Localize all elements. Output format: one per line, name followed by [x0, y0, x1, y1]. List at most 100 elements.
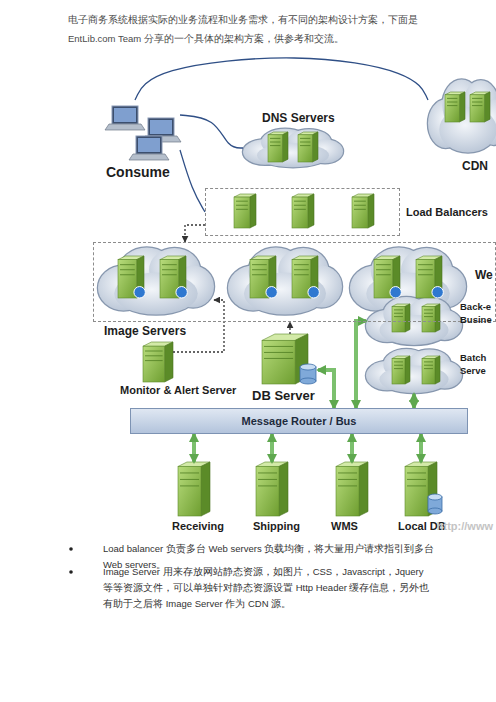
server-front	[392, 307, 405, 332]
server-front	[292, 197, 308, 228]
cloud-shape	[366, 349, 462, 393]
server-icon	[392, 356, 410, 384]
node-label: Consume	[106, 164, 170, 180]
laptop-display	[114, 108, 136, 122]
server-icon	[143, 342, 173, 382]
server-slot	[424, 309, 433, 310]
server-side	[165, 342, 173, 382]
server-icon	[422, 356, 440, 384]
connector	[185, 225, 205, 242]
server-slot	[252, 269, 267, 270]
cloud-shape	[243, 129, 343, 167]
server-side	[279, 462, 288, 516]
server-slot	[180, 479, 199, 480]
laptop-icon	[105, 106, 145, 130]
client-group: Consume	[105, 100, 180, 162]
server-slot	[294, 274, 309, 275]
server-slot	[418, 269, 433, 270]
server-slot	[407, 472, 426, 473]
database-icon	[428, 494, 442, 514]
server-slot	[354, 209, 366, 210]
server-box: Shipping	[256, 462, 288, 516]
server-slot	[162, 274, 177, 275]
server-slot	[270, 142, 280, 143]
server-front	[422, 307, 435, 332]
server-slot	[294, 205, 306, 206]
connector	[180, 115, 243, 148]
server-slot	[354, 201, 366, 202]
node-label: DB Server	[252, 389, 315, 404]
server-box: Receiving	[178, 462, 210, 516]
server-icon	[268, 132, 288, 162]
server-front	[268, 135, 282, 162]
server-slot	[376, 269, 391, 270]
server-cloud: Batch Serve	[366, 348, 462, 394]
server-slot	[424, 316, 433, 317]
bus-arrow	[270, 434, 274, 462]
server-icon	[374, 256, 401, 298]
server-slot	[300, 142, 310, 143]
server-slot	[394, 313, 403, 314]
server-icon	[256, 462, 288, 516]
server-side	[405, 304, 410, 332]
server-box: Local DB	[405, 462, 437, 516]
server-front	[234, 197, 250, 228]
server-front	[298, 135, 312, 162]
server-slot	[180, 472, 199, 473]
laptop-screen	[136, 136, 162, 154]
laptop-screen	[148, 118, 174, 136]
laptop-icon	[129, 136, 169, 160]
server-slot	[162, 269, 177, 270]
server-box: Monitor & Alert Server	[143, 342, 173, 382]
server-slot	[376, 274, 391, 275]
server-slot	[338, 485, 357, 486]
server-cloud: DNS Servers	[243, 128, 343, 168]
laptop-base	[129, 154, 169, 160]
server-slot	[120, 274, 135, 275]
server-icon	[250, 256, 277, 298]
server-side	[459, 92, 465, 122]
server-front	[143, 346, 165, 382]
server-front	[178, 466, 201, 516]
server-slot	[472, 105, 482, 106]
server-slot	[424, 313, 433, 314]
server-slot	[394, 361, 403, 362]
connector	[289, 322, 290, 334]
bus-arrow	[192, 434, 196, 462]
server-box: DB Server	[262, 334, 318, 384]
server-slot	[294, 269, 309, 270]
server-slot	[472, 102, 482, 103]
server-front	[405, 466, 428, 516]
bus-bar: Message Router / Bus	[130, 408, 468, 434]
server-icon	[392, 304, 410, 332]
server-slot	[300, 138, 310, 139]
db-bottom	[300, 378, 316, 384]
server-slot	[418, 274, 433, 275]
globe-icon	[134, 287, 145, 298]
cloud-shape	[98, 247, 214, 314]
db-bottom	[428, 508, 442, 514]
server-front	[422, 359, 435, 384]
laptop-screen	[112, 106, 138, 124]
server-slot	[424, 368, 433, 369]
group-box: WeImage Servers	[93, 242, 496, 322]
server-icon	[292, 256, 319, 298]
server-slot	[264, 352, 293, 353]
database-icon	[300, 364, 316, 384]
cloud-shape	[228, 247, 342, 314]
server-slot	[270, 138, 280, 139]
laptop-display	[150, 120, 172, 134]
server-front	[262, 340, 295, 384]
node-label: Load Balancers	[406, 206, 488, 219]
server-side	[368, 194, 374, 228]
node-label: We	[475, 269, 493, 283]
server-icon	[336, 462, 368, 516]
server-slot	[258, 485, 277, 486]
server-slot	[270, 145, 280, 146]
node-label: CDN	[462, 160, 488, 174]
server-front	[336, 466, 359, 516]
server-slot	[338, 472, 357, 473]
server-icon	[416, 256, 443, 298]
laptop-display	[138, 138, 160, 152]
